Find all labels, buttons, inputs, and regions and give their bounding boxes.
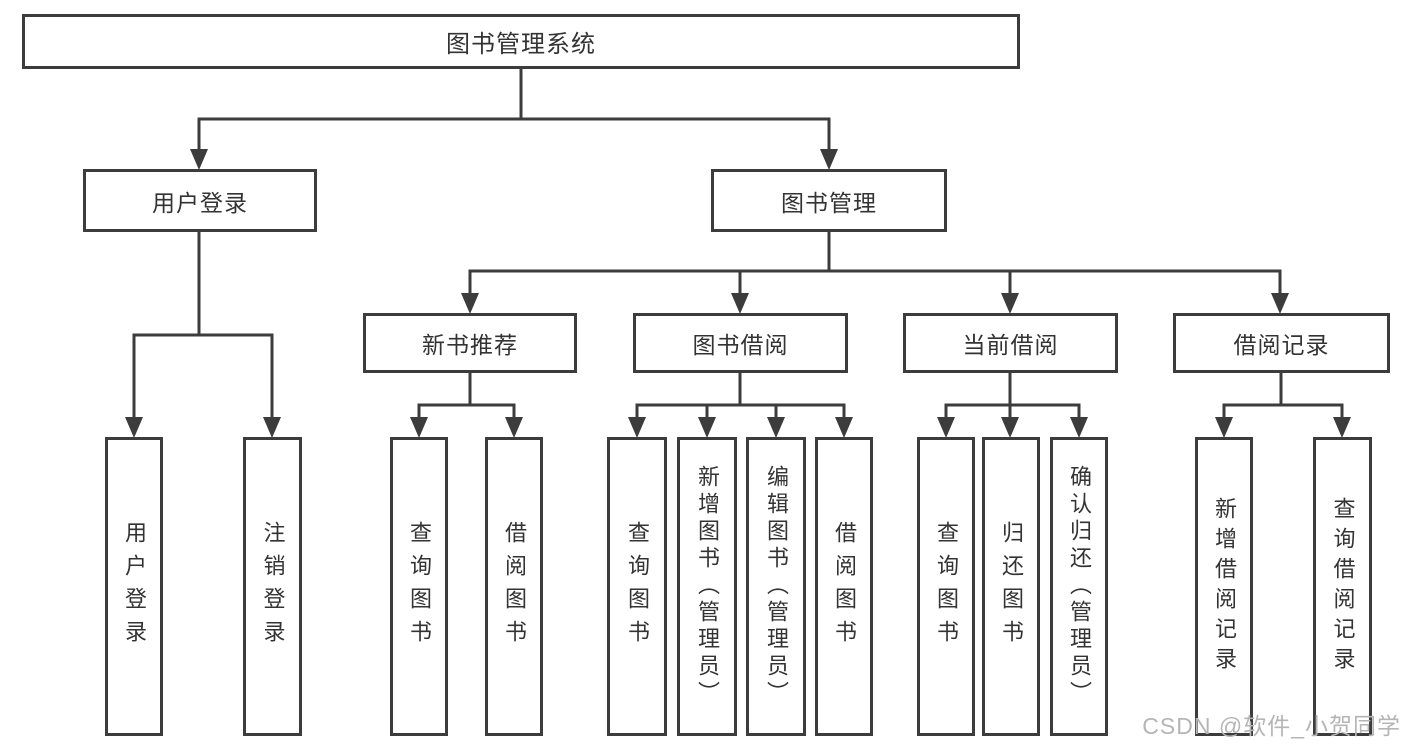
node-borrow-edit-books-admin: 编辑图书（管理员） (746, 437, 806, 736)
node-borrow-borrow-books: 借阅图书 (815, 437, 873, 736)
node-current-return-books: 归还图书 (982, 437, 1040, 736)
node-records-query-record: 查询借阅记录 (1313, 437, 1372, 736)
node-new-book-recommend: 新书推荐 (363, 313, 577, 373)
node-user-login: 用户登录 (105, 437, 163, 736)
node-recommend-query-books: 查询图书 (390, 437, 448, 736)
node-current-borrowing: 当前借阅 (903, 313, 1118, 373)
csdn-watermark: CSDN @软件_小贺同学 (1142, 713, 1401, 739)
node-user-login-group: 用户登录 (83, 169, 317, 232)
node-root-system: 图书管理系统 (22, 14, 1020, 69)
node-borrowing-records: 借阅记录 (1173, 313, 1390, 373)
node-current-query-books: 查询图书 (917, 437, 975, 736)
node-logout: 注销登录 (243, 437, 302, 736)
node-borrow-add-books-admin: 新增图书（管理员） (677, 437, 737, 736)
node-current-confirm-return-admin: 确认归还（管理员） (1050, 437, 1108, 736)
node-borrow-query-books: 查询图书 (607, 437, 667, 736)
node-records-add-record: 新增借阅记录 (1195, 437, 1253, 736)
node-book-management: 图书管理 (711, 169, 947, 232)
node-recommend-borrow-books: 借阅图书 (485, 437, 543, 736)
node-book-borrowing: 图书借阅 (633, 313, 848, 373)
